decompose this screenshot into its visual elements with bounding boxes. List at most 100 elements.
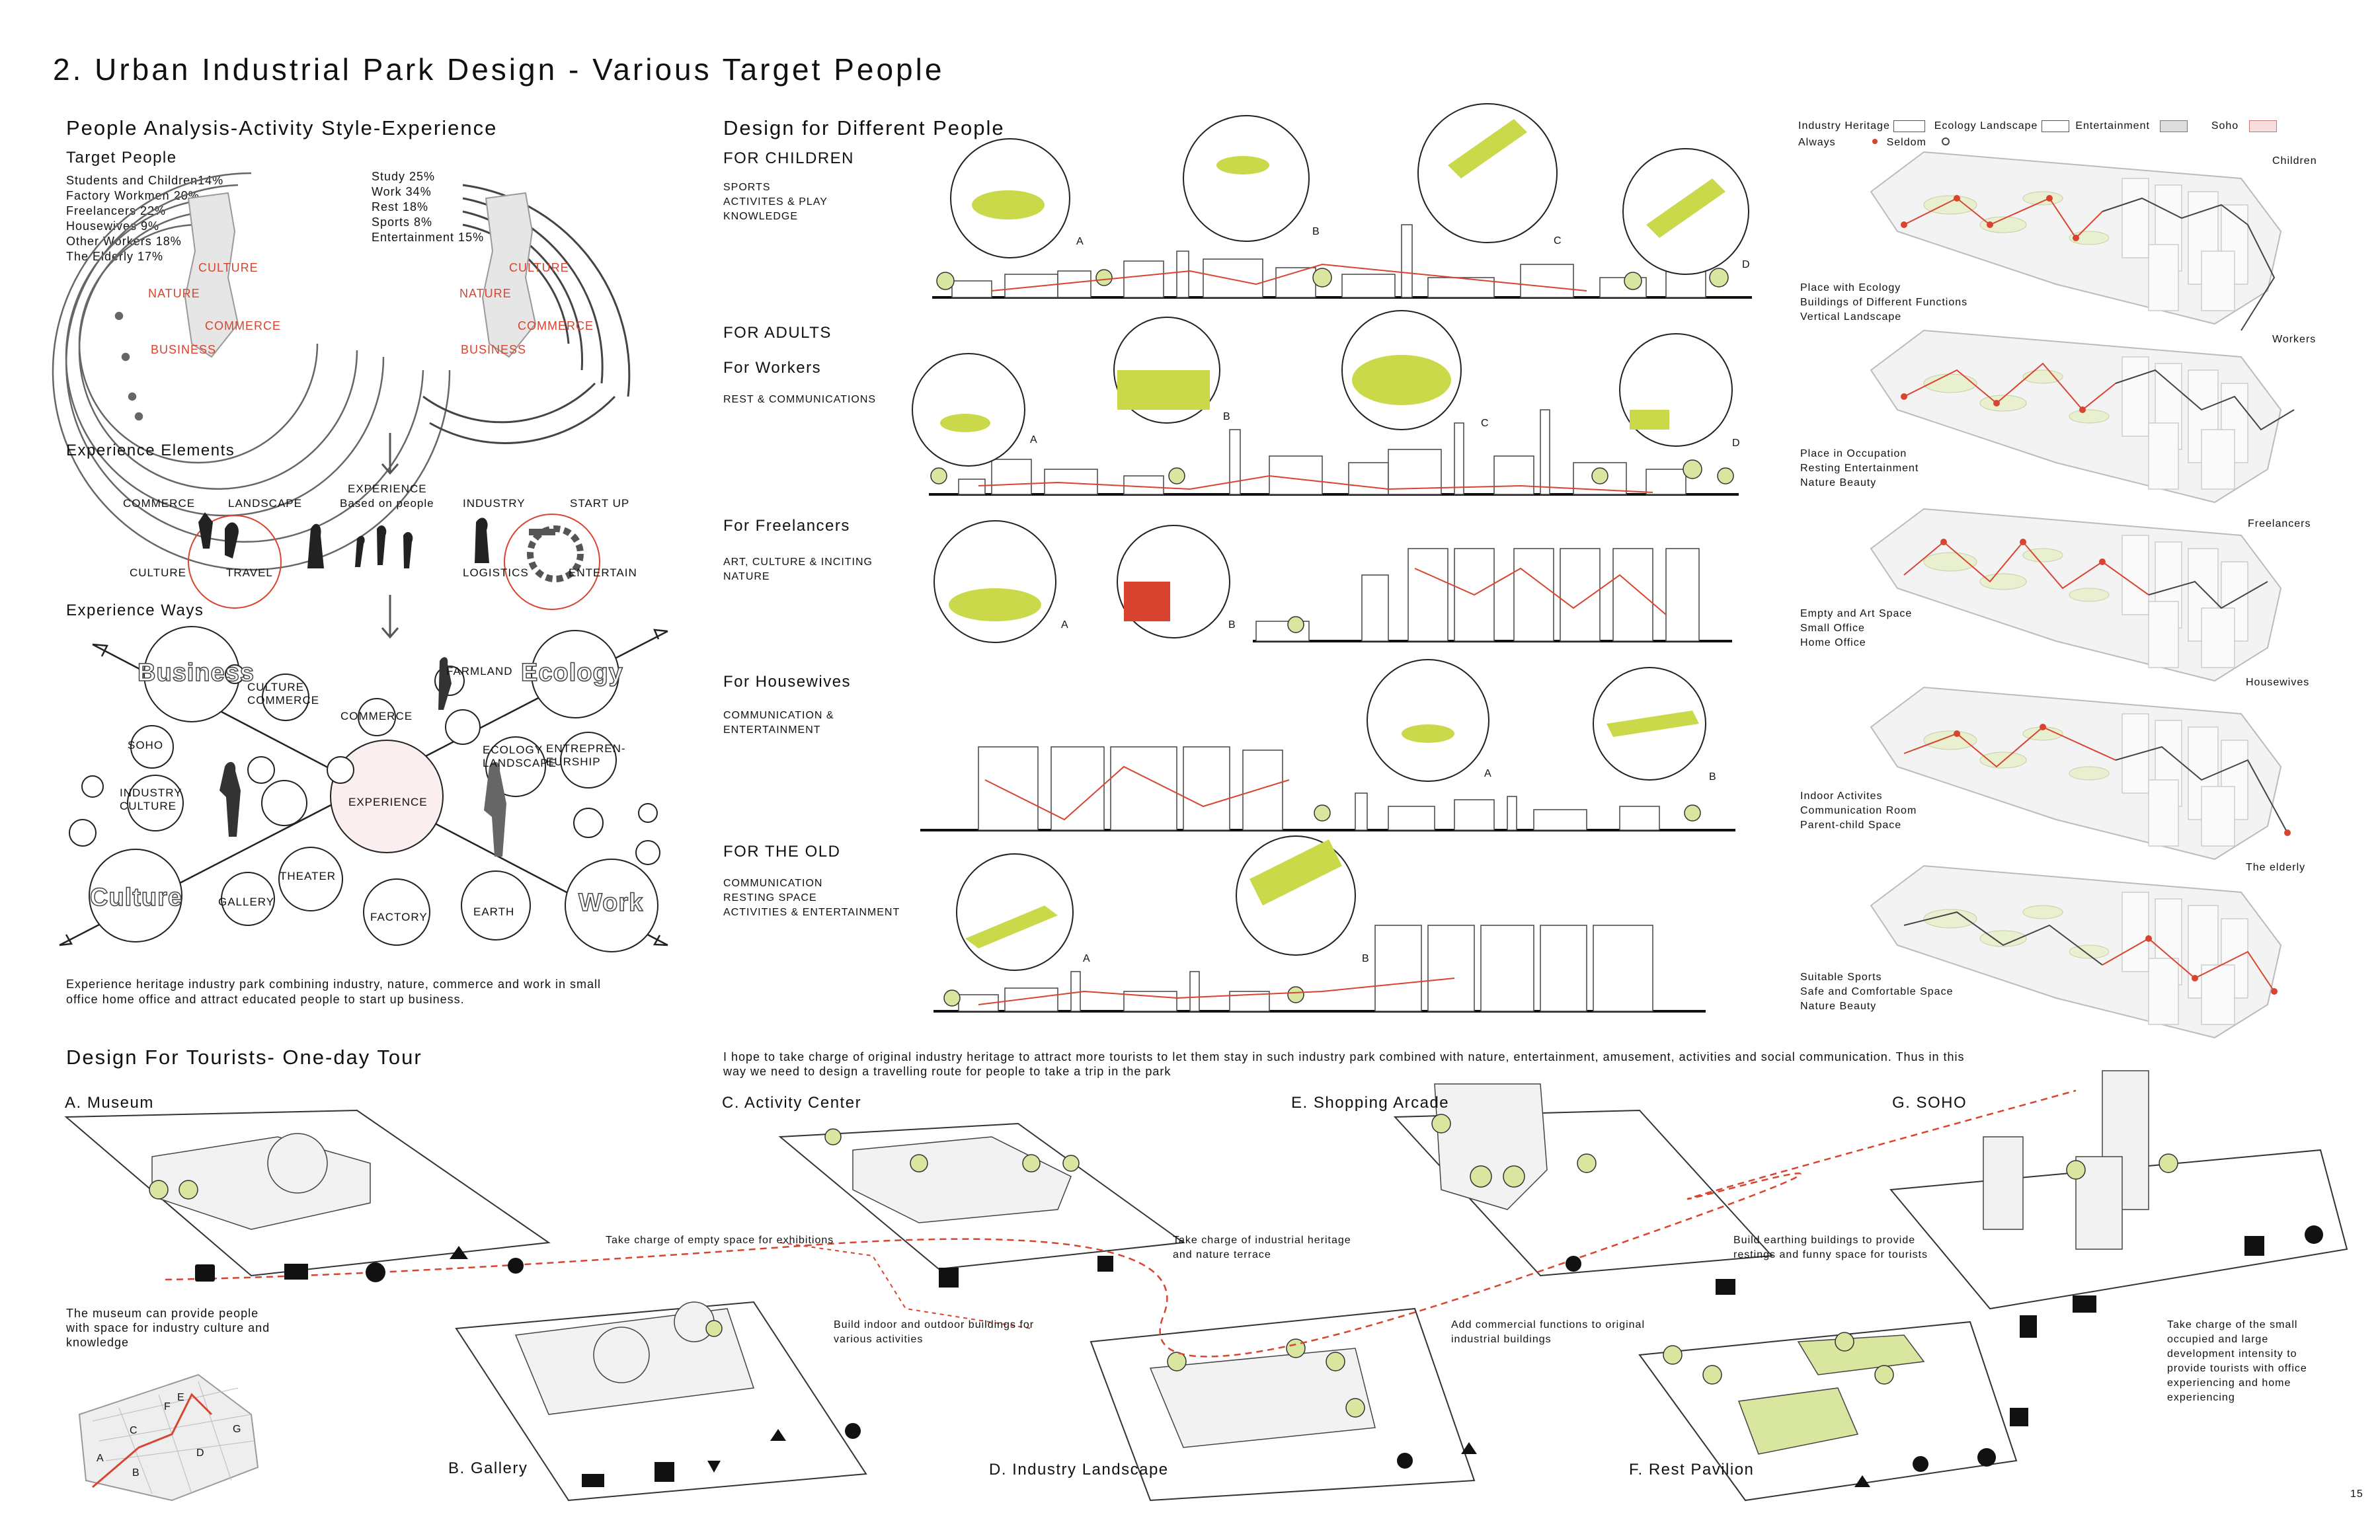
map-desc-freelancers: Empty and Art Space Small Office Home Of… [1800, 608, 1913, 648]
experience-ways-label: Experience Ways [66, 601, 204, 619]
map-label-freelancers: Freelancers [2248, 518, 2311, 529]
point-freelancers-b: B [1228, 619, 1236, 631]
section-desc-housewives: COMMUNICATION & ENTERTAINMENT [723, 710, 834, 736]
zone-label-nature: NATURE [148, 287, 200, 300]
target-people-label: Target People [66, 149, 177, 167]
tree-icon [1461, 1442, 1477, 1454]
stop-a-museum: A. Museum [65, 1094, 154, 1112]
legend-industry-heritage: Industry Heritage [1798, 120, 1890, 132]
truck-icon [582, 1474, 604, 1487]
arc-diagram-left [52, 172, 451, 571]
stop-c-activity-center: C. Activity Center [722, 1094, 862, 1112]
tour-buildings [151, 1070, 2149, 1455]
activity-item: Sports 8% [372, 215, 433, 229]
point-housewives-b: B [1709, 771, 1717, 783]
activity-list: Study 25% Work 34% Rest 18% Sports 8% En… [372, 169, 484, 245]
legend-soho: Soho [2211, 120, 2239, 132]
mini-map-letter-b: B [132, 1467, 140, 1479]
people-icon [1397, 1453, 1413, 1469]
mini-map-letter-e: E [177, 1392, 185, 1403]
people-analysis-heading: People Analysis-Activity Style-Experienc… [66, 116, 498, 139]
mini-site-map [78, 1373, 259, 1502]
icon [195, 1264, 215, 1282]
section-desc-workers: REST & COMMUNICATIONS [723, 394, 877, 405]
tree-icon [770, 1429, 786, 1441]
point-children-d: D [1742, 259, 1751, 270]
tourists-intro: I hope to take charge of original indust… [723, 1050, 1965, 1078]
experience-figures [219, 657, 506, 857]
element-logistics: LOGISTICS [463, 566, 529, 579]
map-desc-workers: Place in Occupation Resting Entertainmen… [1800, 448, 1919, 488]
legend-ecology-landscape: Ecology Landscape [1934, 120, 2038, 132]
group-item: The Elderly 17% [66, 250, 164, 263]
laptop-icon [1716, 1279, 1735, 1295]
tour-icons [195, 1225, 2323, 1487]
element-culture: CULTURE [130, 566, 187, 579]
element-start-up: START UP [570, 497, 630, 510]
element-entertain: ENTERTAIN [569, 566, 637, 579]
map-label-elderly: The elderly [2246, 862, 2306, 873]
map-dots [1901, 195, 2291, 995]
section-title-housewives: For Housewives [723, 673, 852, 691]
way-entrepreneurship: ENTREPREN- EURSHIP [546, 742, 626, 768]
scissors-icon [939, 1268, 959, 1288]
note-earthing: Build earthing buildings to provide rest… [1733, 1235, 1928, 1260]
zone-label-business: BUSINESS [151, 343, 217, 356]
tourists-heading: Design For Tourists- One-day Tour [66, 1046, 422, 1069]
experience-elements-label: Experience Elements [66, 442, 235, 459]
zone-label-culture: CULTURE [198, 261, 258, 274]
legend-dark-dot-icon [1942, 137, 1950, 145]
experience-bubbles [69, 626, 660, 952]
briefcase-icon [2073, 1295, 2096, 1313]
section-routes [978, 263, 1667, 1005]
tour-route [165, 1089, 2077, 1358]
element-travel: TRAVEL [226, 566, 273, 579]
legend: Industry Heritage Ecology Landscape Ente… [1798, 119, 2277, 134]
legend-swatch-soho [2248, 120, 2277, 132]
tree-icon [1854, 1475, 1870, 1487]
group-item: Students and Children14% [66, 174, 224, 187]
legend-seldom: Seldom [1886, 137, 1926, 148]
element-industry: INDUSTRY [463, 497, 526, 510]
point-workers-b: B [1223, 411, 1231, 422]
soho-towers [1983, 1070, 2149, 1250]
people-analysis-summary: Experience heritage industry park combin… [66, 978, 601, 1006]
way-ecology: Ecology [520, 658, 623, 687]
way-commerce: COMMERCE [340, 710, 413, 722]
group-list: Students and Children14% Factory Workmen… [66, 173, 223, 264]
mini-map-letter-c: C [130, 1425, 138, 1436]
note-museum: The museum can provide people with space… [66, 1307, 270, 1349]
page-title: 2. Urban Industrial Park Design - Variou… [53, 52, 945, 87]
map-desc-elderly: Suitable Sports Safe and Comfortable Spa… [1800, 972, 1954, 1012]
map-label-housewives: Housewives [2246, 677, 2310, 688]
way-farmland: FARMLAND [446, 665, 513, 677]
point-workers-d: D [1732, 438, 1741, 449]
plus-icon [2010, 1408, 2028, 1426]
zone-label-culture-2: CULTURE [509, 261, 569, 274]
icon [284, 1264, 308, 1280]
note-commercial: Add commercial functions to original ind… [1451, 1319, 1646, 1345]
section-desc-freelancers: ART, CULTURE & INCITING NATURE [723, 557, 873, 582]
way-soho: SOHO [128, 739, 164, 751]
experience-element-figures [198, 512, 584, 582]
element-commerce: COMMERCE [123, 497, 196, 510]
way-earth: EARTH [473, 905, 515, 918]
pencil-icon [1097, 1256, 1113, 1272]
section-desc-old: COMMUNICATION RESTING SPACE ACTIVITIES &… [723, 878, 900, 918]
section-title-children: FOR CHILDREN [723, 149, 855, 167]
map-label-children: Children [2272, 155, 2317, 167]
design-people-heading: Design for Different People [723, 116, 1005, 139]
mini-map-letter-d: D [196, 1447, 205, 1459]
people-icon [508, 1258, 524, 1274]
plate-icon [1566, 1256, 1581, 1272]
activity-item: Entertainment 15% [372, 231, 485, 244]
building-icon [2020, 1315, 2037, 1338]
zone-label-commerce: COMMERCE [205, 319, 281, 332]
boxes-icon [654, 1462, 674, 1482]
way-experience: EXPERIENCE [348, 796, 428, 808]
